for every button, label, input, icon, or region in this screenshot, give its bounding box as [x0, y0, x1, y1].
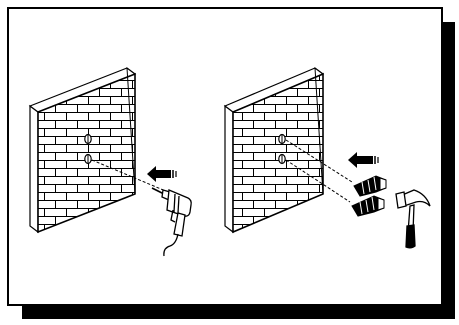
drill-hole-icon: [278, 153, 286, 165]
push-arrow-icon: [147, 166, 177, 182]
brick-wall-2: [223, 66, 325, 234]
drill-icon: [151, 187, 192, 257]
wall-anchor-icon: [353, 175, 387, 197]
drill-hole-icon: [278, 133, 286, 145]
panel-1: [28, 66, 192, 257]
brick-wall-1: [28, 66, 137, 234]
hammer-icon: [395, 189, 431, 249]
push-arrow-icon: [348, 152, 379, 168]
panel-2: [223, 66, 431, 249]
drill-hole-icon: [84, 133, 92, 145]
guide-line: [285, 159, 351, 203]
guide-line: [91, 159, 169, 193]
wall-anchor-icon: [351, 195, 385, 217]
guide-line: [285, 139, 353, 183]
drill-hole-icon: [84, 153, 92, 165]
